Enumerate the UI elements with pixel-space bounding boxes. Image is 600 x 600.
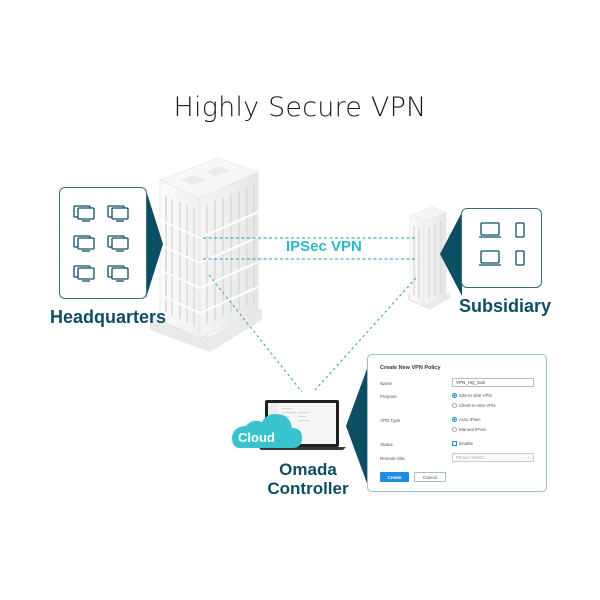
radio-unselected-icon	[452, 427, 457, 432]
hq-pointer-arrow	[146, 190, 163, 298]
headquarters-label: Headquarters	[50, 307, 167, 327]
desktop-pc-icon	[107, 205, 129, 222]
omada-controller-label: Omada Controller	[258, 460, 358, 498]
create-vpn-policy-form: Create New VPN Policy Name VPN_HQ_Sub Pu…	[367, 354, 547, 492]
cloud-label: Cloud	[238, 430, 275, 445]
purpose-label: Purpose	[380, 394, 397, 399]
hq-device-grid	[73, 205, 129, 282]
phone-icon	[515, 222, 525, 238]
ipsec-vpn-label: IPSec VPN	[286, 238, 362, 255]
vpn-type-label: VPN Type	[380, 418, 401, 423]
subsidiary-label: Subsidiary	[459, 296, 552, 316]
form-pointer-arrow	[346, 366, 368, 486]
radio-selected-icon	[452, 393, 457, 398]
omada-label-line1: Omada	[279, 460, 337, 479]
desktop-pc-icon	[73, 235, 95, 252]
purpose-option-site-to-site[interactable]: Site-to-Site VPN	[452, 393, 492, 398]
ipsec-vpn-tunnel	[203, 237, 418, 260]
vpn-type-option-manual[interactable]: Manual IPsec	[452, 427, 486, 432]
subsidiary-device-grid	[479, 222, 525, 266]
purpose-option-client-to-site[interactable]: Client-to-Site VPN	[452, 403, 496, 408]
omada-label-line2: Controller	[267, 479, 349, 498]
laptop-icon	[479, 250, 501, 266]
remote-site-select[interactable]: Please Select... ⌄	[452, 453, 534, 462]
form-title: Create New VPN Policy	[380, 365, 441, 371]
create-button[interactable]: Create	[380, 472, 409, 482]
subsidiary-devices-card	[461, 208, 542, 288]
desktop-pc-icon	[73, 265, 95, 282]
desktop-pc-icon	[107, 265, 129, 282]
cloud-icon	[232, 414, 302, 448]
subsidiary-pointer-arrow	[440, 212, 462, 296]
hq-devices-card	[59, 187, 147, 299]
headquarters-building-icon	[150, 157, 262, 352]
chevron-down-icon: ⌄	[526, 454, 530, 459]
diagram-title: Highly Secure VPN	[173, 92, 427, 123]
laptop-icon	[479, 222, 501, 238]
vpn-type-option-auto[interactable]: Auto IPsec	[452, 417, 481, 422]
status-enable-checkbox[interactable]: Enable	[452, 441, 473, 446]
cancel-button[interactable]: Cancel	[414, 472, 446, 482]
checkbox-checked-icon	[452, 441, 457, 446]
desktop-pc-icon	[107, 235, 129, 252]
phone-icon	[515, 250, 525, 266]
radio-selected-icon	[452, 417, 457, 422]
radio-unselected-icon	[452, 403, 457, 408]
name-label: Name	[380, 381, 393, 386]
name-input[interactable]: VPN_HQ_Sub	[452, 378, 534, 387]
status-label: Status	[380, 442, 393, 447]
desktop-pc-icon	[73, 205, 95, 222]
remote-site-label: Remote Site	[380, 456, 405, 461]
